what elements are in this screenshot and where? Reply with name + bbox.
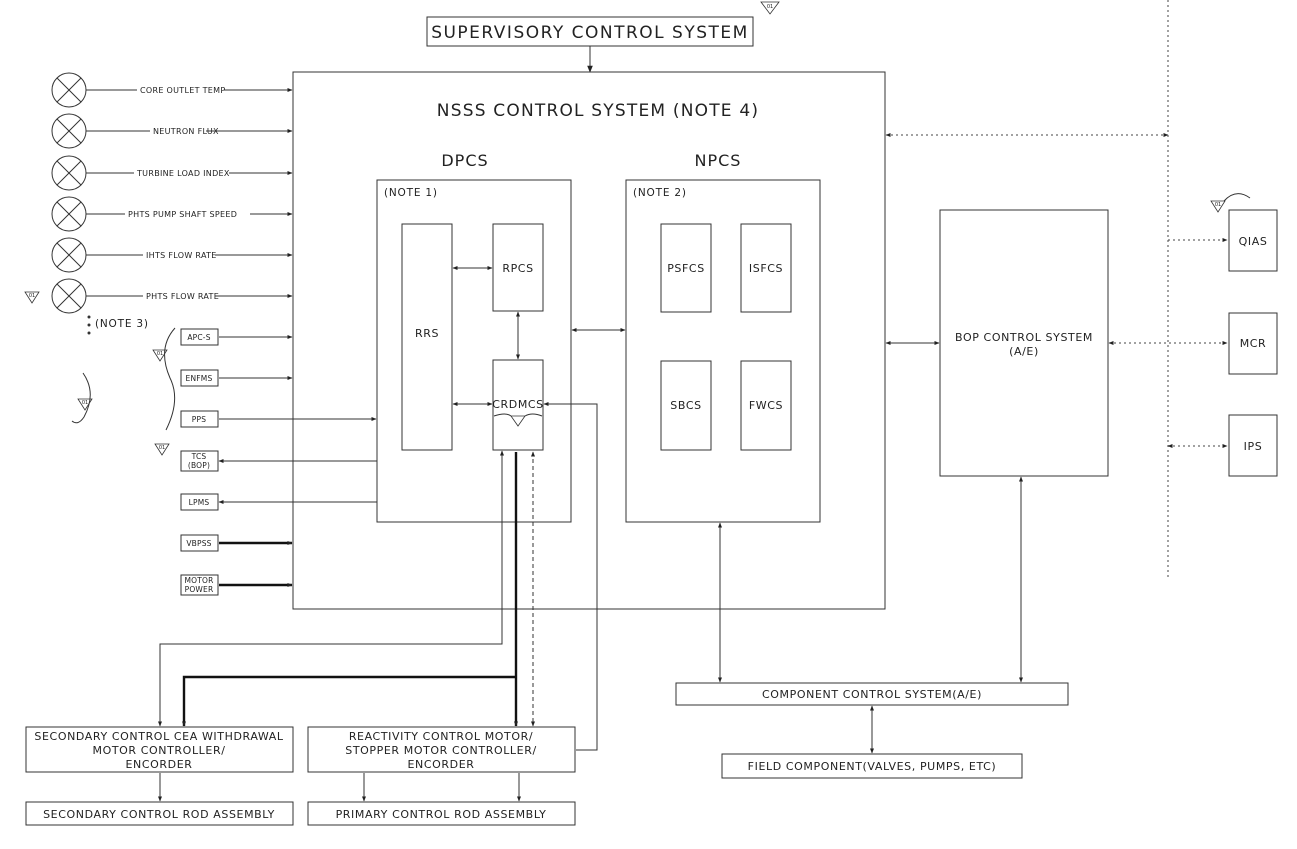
supervisory-control-system-box: SUPERVISORY CONTROL SYSTEM [426,16,754,47]
pps-label: PPS [192,415,206,424]
svg-text:01: 01 [82,400,88,406]
component-control-system-label: COMPONENT CONTROL SYSTEM(A/E) [762,688,982,701]
ips-label: IPS [1244,440,1263,453]
secondary-control-cea-box: SECONDARY CONTROL CEA WITHDRAWAL MOTOR C… [25,726,294,773]
pps-box: PPS [180,410,219,428]
revision-triangle-icon: 01 [760,1,780,15]
field-component-label: FIELD COMPONENT(VALVES, PUMPS, ETC) [748,760,997,773]
primary-control-rod-assembly-label: PRIMARY CONTROL ROD ASSEMBLY [336,808,547,821]
nsss-control-system-label: NSSS CONTROL SYSTEM (NOTE 4) [437,101,759,121]
sbcs-label: SBCS [670,399,701,412]
secondary-control-rod-assembly-label: SECONDARY CONTROL ROD ASSEMBLY [43,808,275,821]
tcs-label: TCS [191,452,207,461]
secondary-control-line3: ENCORDER [125,758,192,771]
secondary-control-rod-assembly-box: SECONDARY CONTROL ROD ASSEMBLY [25,801,294,826]
motor-label: MOTOR [184,576,213,585]
secondary-control-line1: SECONDARY CONTROL CEA WITHDRAWAL [34,730,283,743]
sensor-label: IHTS FLOW RATE [146,251,217,260]
svg-text:01: 01 [157,351,163,357]
vbpss-label: VBPSS [186,539,211,548]
mcr-box: MCR [1228,312,1278,375]
sbcs-box: SBCS [660,360,712,451]
npcs-label: NPCS [695,151,742,170]
qias-revision-triangle-icon: 01 [1210,193,1251,213]
enfms-box: ENFMS [180,369,219,387]
lpms-label: LPMS [189,498,210,507]
crdmcs-label: CRDMCS [492,398,544,411]
reactivity-control-line3: ENCORDER [407,758,474,771]
note3: (NOTE 3) [87,315,149,335]
rpcs-label: RPCS [502,262,533,275]
psfcs-label: PSFCS [667,262,705,275]
note2-label: (NOTE 2) [633,187,687,199]
psfcs-box: PSFCS [660,223,712,313]
fwcs-label: FWCS [749,399,783,412]
sensor-label: CORE OUTLET TEMP [140,86,226,95]
note3-label: (NOTE 3) [95,318,149,330]
qias-box: QIAS [1228,209,1278,272]
enfms-label: ENFMS [186,374,213,383]
mcr-label: MCR [1240,337,1267,350]
npcs-box: (NOTE 2) [625,179,821,523]
sensor-phts-flow-rate: PHTS FLOW RATE [51,278,293,314]
qias-label: QIAS [1239,235,1268,248]
left-revision-triangle-icon: 01 [77,398,93,411]
bop-control-system-ae-label: (A/E) [1009,345,1039,358]
sensor-ihts-flow-rate: IHTS FLOW RATE [51,237,293,273]
motor-power-box: MOTOR POWER [180,574,219,596]
svg-text:01: 01 [767,4,773,10]
rrs-box: RRS [401,223,453,451]
note3-revision-triangle-icon: 01 [152,349,168,362]
supervisory-control-system-label: SUPERVISORY CONTROL SYSTEM [431,23,749,43]
apcs-box: APC-S [180,328,219,346]
fwcs-box: FWCS [740,360,792,451]
primary-control-rod-assembly-box: PRIMARY CONTROL ROD ASSEMBLY [307,801,576,826]
tcs-bop-box: TCS (BOP) [180,450,219,472]
sensor-neutron-flux: NEUTRON FLUX [51,113,293,149]
dpcs-label: DPCS [441,151,488,170]
svg-text:01: 01 [159,445,165,451]
sensor-label: PHTS FLOW RATE [146,292,219,301]
dpcs-box: (NOTE 1) [376,179,572,523]
phts-revision-triangle-icon: 01 [24,291,40,304]
secondary-control-line2: MOTOR CONTROLLER/ [92,744,225,757]
bop-control-system-label: BOP CONTROL SYSTEM [955,331,1093,344]
svg-text:01: 01 [1215,202,1221,208]
rrs-label: RRS [415,327,439,340]
rpcs-box: RPCS [492,223,544,312]
sensor-label: PHTS PUMP SHAFT SPEED [128,210,237,219]
tcs-revision-triangle-icon: 01 [154,443,170,456]
power-label: POWER [185,585,214,594]
note1-label: (NOTE 1) [384,187,438,199]
field-component-box: FIELD COMPONENT(VALVES, PUMPS, ETC) [721,753,1023,779]
nsss-control-system-box: NSSS CONTROL SYSTEM (NOTE 4) [292,71,886,610]
component-control-system-box: COMPONENT CONTROL SYSTEM(A/E) [675,682,1069,706]
ips-box: IPS [1228,414,1278,477]
lpms-box: LPMS [180,493,219,511]
isfcs-box: ISFCS [740,223,792,313]
reactivity-control-line1: REACTIVITY CONTROL MOTOR/ [349,730,533,743]
sensor-turbine-load-index: TURBINE LOAD INDEX [51,155,293,191]
sensor-label: NEUTRON FLUX [153,127,219,136]
vbpss-box: VBPSS [180,534,219,552]
sensor-phts-pump-shaft-speed: PHTS PUMP SHAFT SPEED [51,196,293,232]
crdmcs-box: CRDMCS [492,359,544,451]
svg-text:01: 01 [29,293,35,299]
bop-control-system-box: BOP CONTROL SYSTEM (A/E) [939,209,1109,477]
reactivity-control-motor-box: REACTIVITY CONTROL MOTOR/ STOPPER MOTOR … [307,726,576,773]
isfcs-label: ISFCS [749,262,783,275]
sensor-label: TURBINE LOAD INDEX [136,169,230,178]
reactivity-control-line2: STOPPER MOTOR CONTROLLER/ [345,744,537,757]
tcs-bop-label: (BOP) [188,461,210,470]
apcs-label: APC-S [187,333,210,342]
sensor-core-outlet-temp: CORE OUTLET TEMP [51,72,293,108]
